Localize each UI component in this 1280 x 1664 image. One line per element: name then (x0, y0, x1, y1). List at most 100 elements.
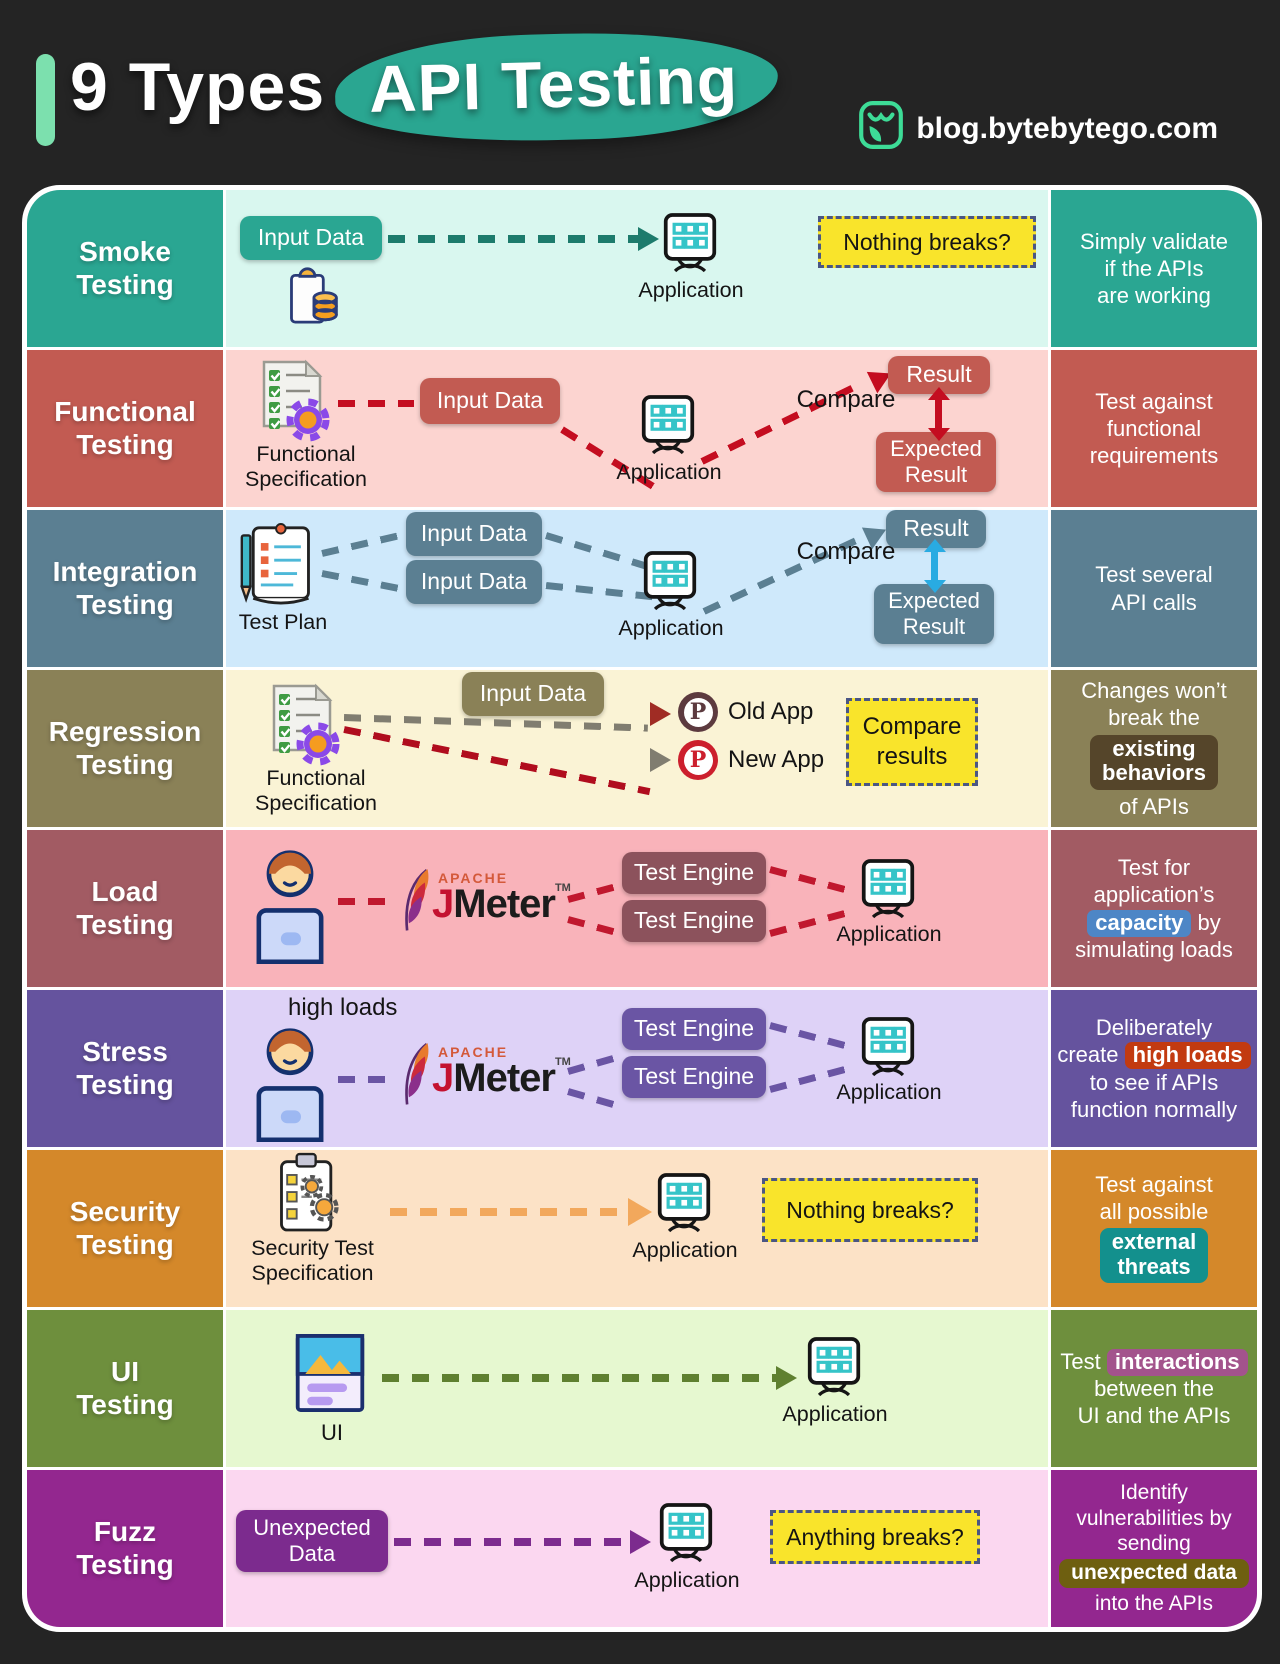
dash-line (567, 881, 625, 903)
arrow-line (394, 1538, 630, 1546)
ui-label: UI (321, 1420, 343, 1445)
row-label-fuzz: Fuzz Testing (27, 1470, 223, 1627)
arrow-head-new (650, 748, 671, 772)
application-icon (656, 1172, 712, 1239)
ui-mockup-icon (292, 1330, 368, 1421)
application-label: Application (638, 278, 744, 302)
apache-label: APACHE (438, 1044, 509, 1060)
arrow-line (388, 235, 638, 243)
row-label-load: Load Testing (27, 830, 223, 987)
highlight-high-loads: high loads (1124, 1042, 1251, 1070)
application-icon (860, 1016, 916, 1083)
input-data-box-2: Input Data (406, 560, 542, 604)
new-app-label: New App (728, 746, 825, 773)
dash-line (769, 1022, 856, 1052)
dash-line (769, 866, 856, 896)
input-data-box-1: Input Data (406, 512, 542, 556)
application-label: Application (634, 1568, 740, 1592)
arrow-line (390, 1208, 628, 1216)
row-label-functional: Functional Testing (27, 350, 223, 507)
input-data-box: Input Data (240, 216, 382, 260)
functional-spec-icon (256, 358, 336, 449)
jmeter-feather-icon (400, 866, 432, 943)
application-label: Application (632, 1238, 738, 1262)
callout-nothing-breaks: Nothing breaks? (818, 216, 1036, 268)
callout-nothing-breaks: Nothing breaks? (762, 1178, 978, 1242)
arrow-head-old (650, 702, 671, 726)
compare-double-arrow (923, 539, 946, 593)
compare-double-arrow (927, 387, 950, 441)
callout-anything-breaks: Anything breaks? (770, 1510, 980, 1564)
jmeter-logo-text: JMeterTM (432, 1056, 571, 1100)
desc-stress: Deliberately create high loads to see if… (1051, 990, 1257, 1147)
desc-smoke: Simply validate if the APIs are working (1051, 190, 1257, 347)
application-icon (640, 394, 696, 461)
apache-label: APACHE (438, 870, 509, 886)
diagram-integration: Test Plan Input Data Input Data Applicat… (226, 510, 1048, 667)
row-label-smoke: Smoke Testing (27, 190, 223, 347)
dash-line (338, 1076, 396, 1083)
application-label: Application (836, 922, 942, 946)
accent-bar (36, 54, 55, 146)
dash-line (321, 531, 403, 557)
test-plan-icon (238, 518, 318, 615)
test-engine-box-1: Test Engine (622, 1008, 766, 1050)
test-engine-box-2: Test Engine (622, 900, 766, 942)
dash-line (567, 1052, 625, 1075)
old-app-label: Old App (728, 698, 814, 725)
compare-label: Compare (796, 386, 896, 413)
arrow-head (638, 227, 659, 251)
row-label-stress: Stress Testing (27, 990, 223, 1147)
desc-load: Test for application’s capacity by simul… (1051, 830, 1257, 987)
test-plan-label: Test Plan (238, 610, 328, 634)
new-app-icon: P (678, 740, 718, 780)
application-icon (662, 212, 718, 279)
bytebytego-logo-icon (858, 100, 904, 158)
application-icon (806, 1336, 862, 1403)
arrow-head (628, 1198, 652, 1226)
highlight-capacity: capacity (1087, 909, 1192, 937)
row-label-ui: UI Testing (27, 1310, 223, 1467)
dash-line (338, 400, 414, 407)
result-box: Result (886, 510, 986, 548)
high-loads-note: high loads (288, 994, 398, 1021)
tester-person-icon (246, 842, 334, 971)
site-url: blog.bytebytego.com (916, 112, 1218, 145)
row-label-regression: Regression Testing (27, 670, 223, 827)
dash-line (567, 1088, 625, 1111)
compare-label: Compare (796, 538, 896, 565)
application-icon (658, 1502, 714, 1569)
diagram-smoke: Input Data Application Nothing breaks? (226, 190, 1048, 347)
dash-line (567, 916, 625, 938)
application-icon (642, 550, 698, 617)
application-label: Application (836, 1080, 942, 1104)
application-label: Application (616, 460, 722, 484)
highlight-interactions: interactions (1106, 1348, 1248, 1376)
functional-spec-icon (266, 682, 346, 773)
dash-line (338, 898, 396, 905)
test-engine-box-2: Test Engine (622, 1056, 766, 1098)
arrow-head (776, 1366, 797, 1390)
old-app-icon: P (678, 692, 718, 732)
api-testing-table: Smoke Testing Input Data Ap (22, 185, 1262, 1632)
input-data-box: Input Data (462, 672, 604, 716)
site-link: blog.bytebytego.com (858, 100, 1218, 158)
row-label-integration: Integration Testing (27, 510, 223, 667)
dash-line (545, 582, 654, 601)
diagram-ui: UI Application (226, 1310, 1048, 1467)
application-label: Application (618, 616, 724, 640)
diagram-load: APACHE JJMeterMeterTM Test Engine Test E… (226, 830, 1048, 987)
security-spec-icon (272, 1150, 346, 1241)
input-data-box: Input Data (420, 378, 560, 424)
desc-ui: Test interactions between the UI and the… (1051, 1310, 1257, 1467)
